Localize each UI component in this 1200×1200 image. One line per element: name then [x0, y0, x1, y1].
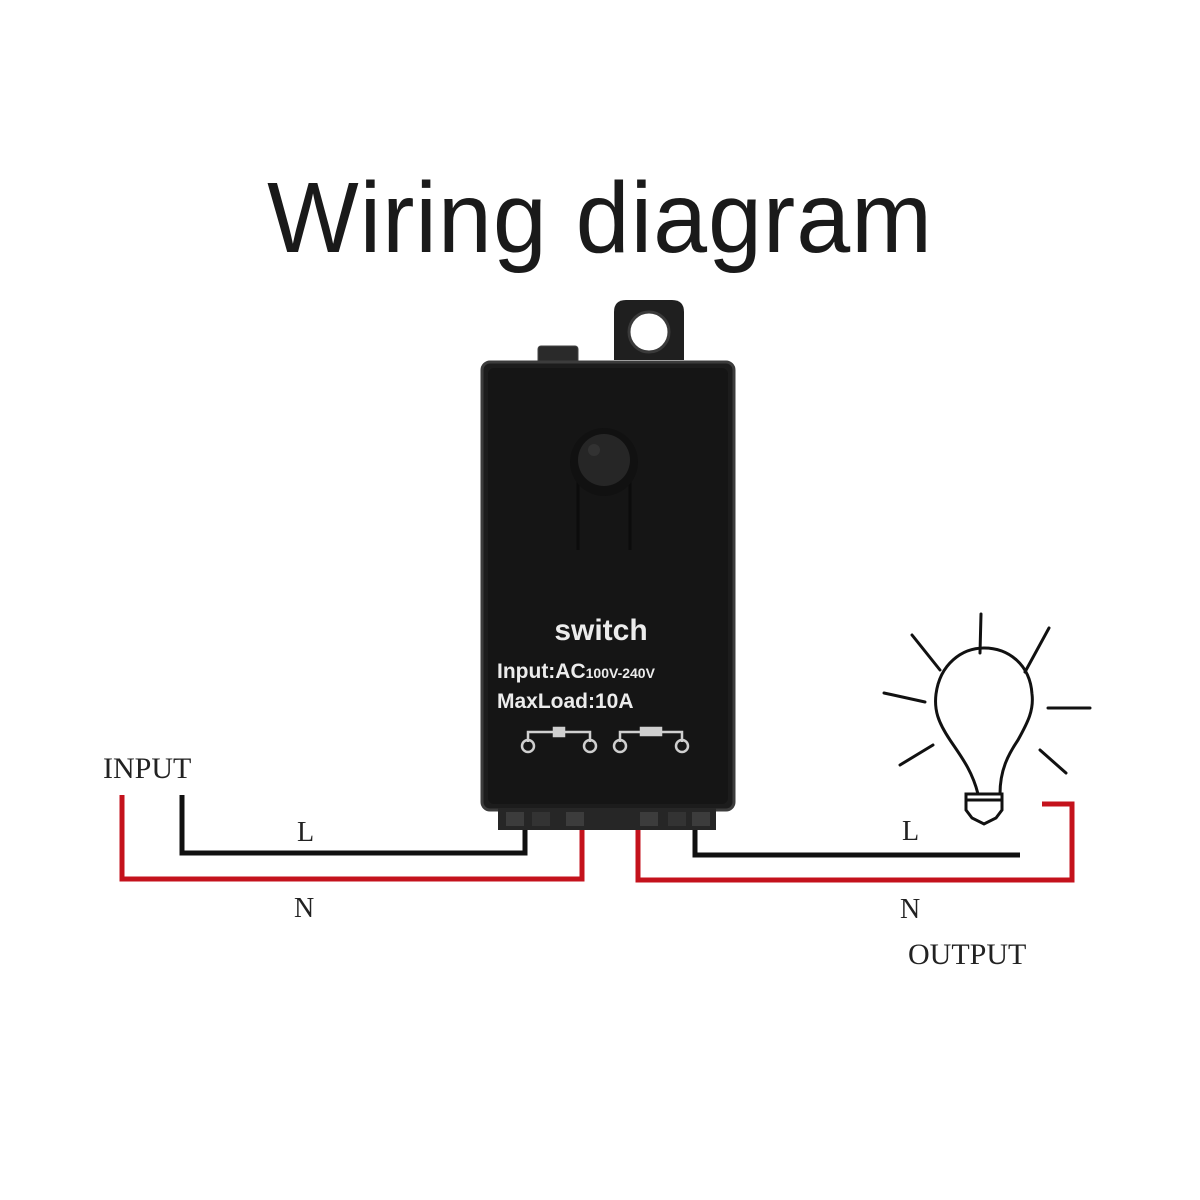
output-neutral-wire: [635, 801, 1075, 883]
input-rating-range: 100V-240V: [586, 665, 656, 681]
input-live-wire: [179, 795, 528, 856]
device-name: switch: [554, 614, 647, 647]
switch-module: switch Input:AC100V-240V MaxLoad:10A: [480, 300, 736, 830]
input-rating-prefix: Input:AC: [497, 660, 586, 683]
pairing-button: [570, 428, 638, 550]
input-neutral-label: N: [294, 893, 314, 924]
terminal-symbol-out: [612, 726, 690, 754]
input-neutral-wire: [119, 795, 585, 882]
light-rays: [882, 612, 1092, 775]
light-bulb-icon: [882, 612, 1092, 826]
output-neutral-label: N: [900, 894, 920, 925]
mounting-tab: [614, 300, 684, 360]
device-max-load: MaxLoad:10A: [497, 690, 634, 713]
output-label: OUTPUT: [908, 938, 1026, 971]
terminal-block: [498, 808, 716, 830]
device-input-rating: Input:AC100V-240V: [497, 660, 656, 683]
input-label: INPUT: [103, 752, 191, 785]
diagram-title: Wiring diagram: [267, 162, 933, 274]
terminal-symbol-in: [520, 726, 598, 754]
input-live-label: L: [297, 817, 314, 848]
output-live-label: L: [902, 816, 919, 847]
output-live-wire: [692, 830, 1020, 858]
